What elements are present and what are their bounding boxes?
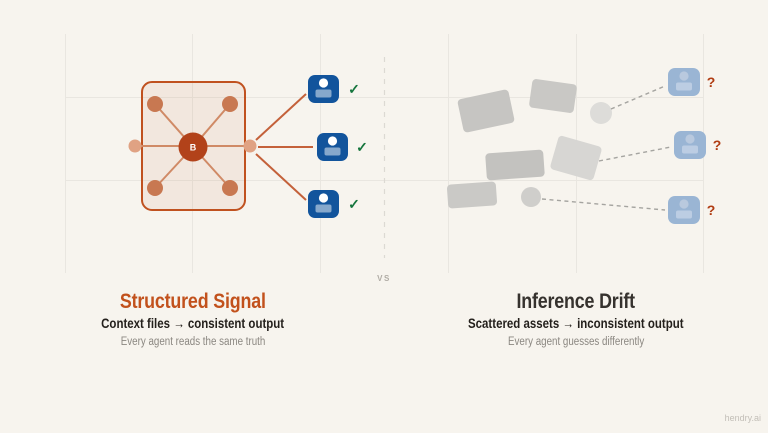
dashed-connector [541,198,666,211]
scattered-asset-rect [457,89,515,133]
right-subtitle-text: Scattered assets → inconsistent output [468,316,684,331]
agent-badge-icon [315,89,332,98]
scattered-asset-rect [485,149,545,181]
agent-card-consistent-1: ✓ [308,75,360,103]
inference-drift-diagram: ? ? ? [446,68,721,224]
left-title: Structured Signal [18,290,368,314]
structured-signal-diagram: B ✓ ✓ [128,75,368,218]
checkmark-icon: ✓ [348,81,360,97]
agent-head-icon [685,134,695,144]
scattered-asset-circle [590,102,612,124]
vs-label: VS [377,274,391,283]
agent-card-consistent-3: ✓ [308,190,360,218]
agent-card-uncertain-3: ? [668,196,715,224]
agent-head-icon [679,199,689,209]
dashed-connector [598,146,672,162]
guess-connectors [541,85,672,211]
left-subtitle-text: Context files → consistent output [101,316,285,331]
question-mark-icon: ? [707,74,716,90]
checkmark-icon: ✓ [356,139,368,155]
connector-line [255,93,307,141]
agent-badge-icon [676,82,692,91]
side-node-right [243,139,257,153]
question-mark-icon: ? [707,202,716,218]
agent-head-icon [318,78,329,88]
fanout-connectors [255,93,313,201]
right-title: Inference Drift [401,290,751,314]
agent-card-uncertain-2: ? [674,131,721,159]
brand-watermark: hendry.ai [724,413,761,423]
right-subtitle: Scattered assets → inconsistent output [401,316,751,331]
agent-card-uncertain-1: ? [668,68,715,96]
agent-badge-icon [324,147,341,156]
right-title-text: Inference Drift [516,290,636,313]
left-caption-text: Every agent reads the same truth [120,336,266,348]
corner-node [222,96,238,112]
right-caption: Every agent guesses differently [401,336,751,348]
hub-node-label: B [190,143,197,153]
corner-node [147,96,163,112]
scattered-asset-rect [550,135,602,181]
scattered-asset-rect [446,181,498,209]
checkmark-icon: ✓ [348,196,360,212]
agent-card-icon [668,68,700,96]
agent-badge-icon [315,204,332,213]
agent-badge-icon [682,145,698,154]
hub-node [178,132,208,162]
agent-badge-icon [676,210,692,219]
agent-head-icon [318,193,329,203]
scattered-asset-rect [529,79,577,113]
agent-card-consistent-2: ✓ [317,133,368,161]
left-title-text: Structured Signal [120,290,266,313]
connector-line [255,153,307,201]
agent-head-icon [327,136,338,146]
dashed-connector [610,85,666,110]
agent-head-icon [679,71,689,81]
left-subtitle: Context files → consistent output [18,316,368,331]
agent-card-icon [668,196,700,224]
corner-node [222,180,238,196]
scattered-asset-circle [521,187,541,207]
agent-card-icon [674,131,706,159]
question-mark-icon: ? [713,137,722,153]
corner-node [147,180,163,196]
side-node-left [128,139,142,153]
left-caption: Every agent reads the same truth [18,336,368,348]
right-caption-text: Every agent guesses differently [507,336,645,348]
